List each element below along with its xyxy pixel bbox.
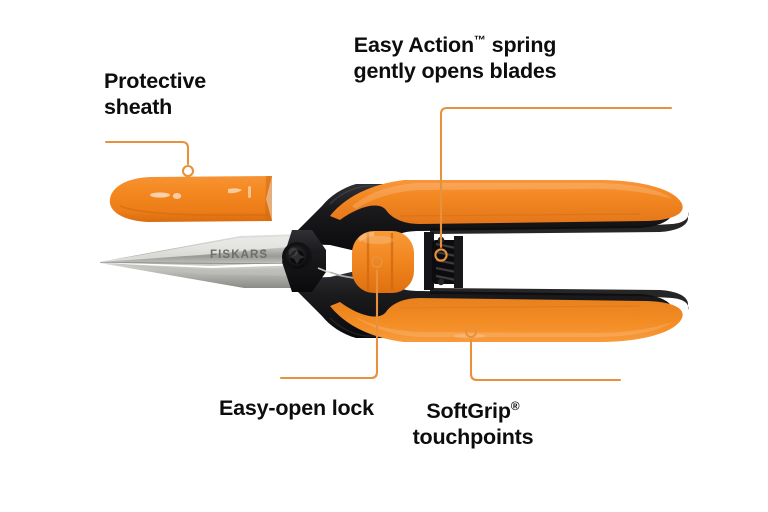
trademark-mark: ™ — [473, 32, 486, 47]
callout-line-1: Easy-open lock — [219, 396, 374, 420]
svg-text:®: ® — [262, 248, 266, 255]
callout-label-easy-open-lock: Easy-open lock — [219, 395, 374, 421]
callout-label-protective-sheath: Protective sheath — [104, 68, 206, 120]
callout-line-2: touchpoints — [412, 425, 534, 450]
callout-line-1: Protective — [104, 69, 206, 93]
fiskars-brand-mark: FISKARS — [210, 249, 268, 261]
registered-mark: ® — [510, 398, 520, 413]
handle-lower — [330, 298, 683, 342]
pivot-screw — [282, 242, 312, 272]
callout-text-post: spring — [485, 33, 557, 57]
callout-line-1: SoftGrip® — [413, 398, 534, 424]
callout-line-2: gently opens blades — [353, 59, 557, 84]
callout-line-1: Easy Action™ spring — [354, 32, 557, 58]
protective-sheath — [109, 176, 272, 222]
callout-text-pre: SoftGrip — [426, 399, 511, 423]
callout-label-easy-action: Easy Action™ spring gently opens blades — [354, 32, 557, 84]
callout-label-softgrip: SoftGrip® touchpoints — [413, 398, 534, 450]
callout-line-2: sheath — [104, 95, 173, 120]
coil-spring — [424, 232, 463, 290]
blade-assembly: FISKARS ® — [99, 234, 302, 288]
callout-text-pre: Easy Action — [353, 33, 474, 57]
lock-slider[interactable] — [352, 231, 414, 293]
